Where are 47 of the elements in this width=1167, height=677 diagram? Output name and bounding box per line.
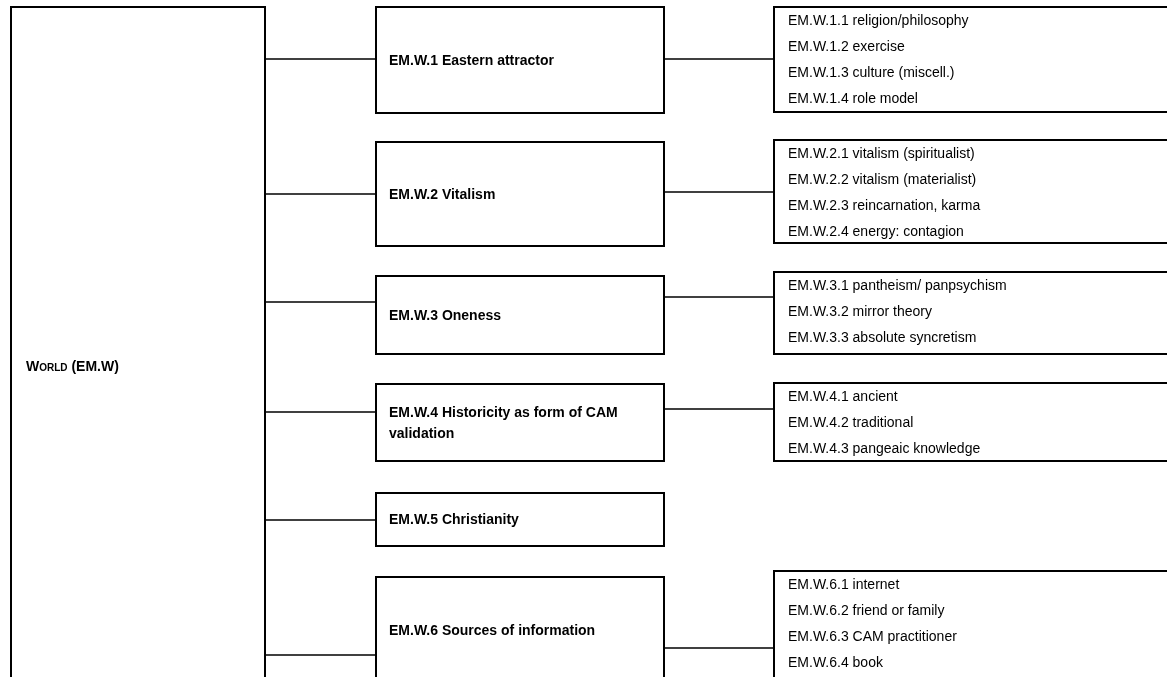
theme-title: EM.W.4 Historicity as form of CAM validation xyxy=(389,402,619,443)
connector-line xyxy=(664,647,774,649)
theme-title: EM.W.2 Vitalism xyxy=(389,184,496,204)
subtheme-item: EM.W.1.4 role model xyxy=(788,89,918,108)
subtheme-item: EM.W.6.3 CAM practitioner xyxy=(788,627,957,646)
subtheme-item: EM.W.4.2 traditional xyxy=(788,413,914,432)
connector-line xyxy=(664,408,774,410)
category-box xyxy=(10,6,266,677)
subtheme-list-box xyxy=(773,382,1167,462)
theme-title: EM.W.5 Christianity xyxy=(389,510,519,529)
subtheme-item: EM.W.2.4 energy: contagion xyxy=(788,222,964,241)
subtheme-item: EM.W.1.3 culture (miscell.) xyxy=(788,63,955,82)
connector-line xyxy=(265,301,376,303)
connector-line xyxy=(664,58,774,60)
connector-line xyxy=(265,58,376,60)
subtheme-item: EM.W.4.3 pangeaic knowledge xyxy=(788,439,981,458)
theme-box xyxy=(375,383,665,462)
subtheme-item: EM.W.6.2 friend or family xyxy=(788,601,945,620)
connector-line xyxy=(265,193,376,195)
theme-box xyxy=(375,492,665,547)
subtheme-item: EM.W.3.3 absolute syncretism xyxy=(788,328,977,347)
subtheme-list-box xyxy=(773,570,1167,677)
connector-line xyxy=(265,411,376,413)
theme-box xyxy=(375,141,665,247)
subtheme-item: EM.W.4.1 ancient xyxy=(788,387,898,406)
subtheme-item: EM.W.6.4 book xyxy=(788,653,883,672)
subtheme-item: EM.W.1.2 exercise xyxy=(788,37,905,56)
connector-line xyxy=(265,519,376,521)
theme-title: EM.W.3 Oneness xyxy=(389,305,502,325)
subtheme-item: EM.W.3.2 mirror theory xyxy=(788,302,932,321)
connector-line xyxy=(265,654,376,656)
theme-title: EM.W.1 Eastern attractor xyxy=(389,50,554,70)
subtheme-item: EM.W.2.2 vitalism (materialist) xyxy=(788,170,977,189)
subtheme-item: EM.W.1.1 religion/philosophy xyxy=(788,11,969,30)
subtheme-list-box xyxy=(773,271,1167,355)
subtheme-item: EM.W.3.1 pantheism/ panpsychism xyxy=(788,276,1007,295)
subtheme-item: EM.W.6.1 internet xyxy=(788,575,900,594)
category-title: World (EM.W) xyxy=(26,356,119,376)
subtheme-list-box xyxy=(773,6,1167,113)
theme-title: EM.W.6 Sources of information xyxy=(389,621,596,640)
theme-box xyxy=(375,6,665,114)
connector-line xyxy=(664,191,774,193)
subtheme-list-box xyxy=(773,139,1167,244)
subtheme-item: EM.W.2.1 vitalism (spiritualist) xyxy=(788,144,975,163)
theme-box xyxy=(375,275,665,355)
connector-line xyxy=(664,296,774,298)
subtheme-item: EM.W.2.3 reincarnation, karma xyxy=(788,196,981,215)
